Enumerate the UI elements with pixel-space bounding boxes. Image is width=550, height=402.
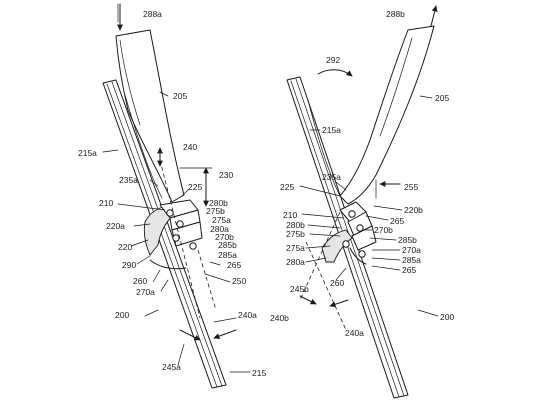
- label-250: 250: [232, 276, 246, 286]
- label-200-right: 200: [440, 312, 454, 322]
- label-280b: 280b: [209, 198, 228, 208]
- label-210: 210: [99, 198, 113, 208]
- label-235a-right: 235a: [322, 172, 341, 182]
- label-275a: 275a: [212, 215, 231, 225]
- leaders-right: [299, 95, 439, 317]
- label-215: 215: [252, 368, 266, 378]
- centerline-left: [159, 159, 201, 319]
- inner-sheet-215a: [124, 94, 163, 199]
- label-230: 230: [219, 170, 233, 180]
- label-290: 290: [122, 260, 136, 270]
- label-215a-right: 215a: [322, 125, 341, 135]
- label-275b-right: 275b: [286, 229, 305, 239]
- label-280a: 280a: [210, 224, 229, 234]
- label-255: 255: [404, 182, 418, 192]
- label-285a: 285a: [218, 250, 237, 260]
- label-288a: 288a: [143, 9, 162, 19]
- label-292: 292: [326, 55, 340, 65]
- label-285b: 285b: [218, 240, 237, 250]
- label-270b: 270b: [215, 232, 234, 242]
- inner-sheet-215a-right: [307, 99, 341, 197]
- label-270b-right: 270b: [374, 225, 393, 235]
- right-view: 288b 292 205 215a 235a 225 255 220b 210 …: [270, 5, 454, 399]
- label-275a-right: 275a: [286, 243, 305, 253]
- label-265b-right: 265: [402, 265, 416, 275]
- label-235a: 235a: [119, 175, 138, 185]
- label-225: 225: [188, 182, 202, 192]
- label-285a-right: 285a: [402, 255, 421, 265]
- dashed-line-240b: [299, 211, 341, 301]
- label-245a: 245a: [162, 362, 181, 372]
- tube-215: [102, 79, 227, 389]
- label-215a: 215a: [78, 148, 97, 158]
- leaders-left: [102, 91, 251, 373]
- label-280b-right: 280b: [286, 220, 305, 230]
- label-240a-right: 240a: [345, 328, 364, 338]
- arm-205-right: [339, 25, 435, 205]
- label-240a: 240a: [238, 310, 257, 320]
- label-270a-right: 270a: [402, 245, 421, 255]
- label-285b-right: 285b: [398, 235, 417, 245]
- label-200: 200: [115, 310, 129, 320]
- dashed-extension-left: [197, 249, 217, 311]
- label-260: 260: [133, 276, 147, 286]
- label-205: 205: [173, 91, 187, 101]
- label-240: 240: [183, 142, 197, 152]
- label-265: 265: [227, 260, 241, 270]
- label-225-right: 225: [280, 182, 294, 192]
- label-275b: 275b: [206, 206, 225, 216]
- arrow-288b: [430, 5, 438, 27]
- label-220b: 220b: [404, 205, 423, 215]
- arrow-292: [317, 69, 353, 77]
- label-270a: 270a: [136, 287, 155, 297]
- label-220: 220: [118, 242, 132, 252]
- label-205-right: 205: [435, 93, 449, 103]
- label-265-right: 265: [390, 216, 404, 226]
- dashed-line-240a: [305, 241, 347, 331]
- label-280a-right: 280a: [286, 257, 305, 267]
- arm-205: [115, 29, 185, 203]
- label-260-right: 260: [330, 278, 344, 288]
- label-245b: 245b: [290, 284, 309, 294]
- label-288b: 288b: [386, 9, 405, 19]
- label-210-right: 210: [283, 210, 297, 220]
- linkage-right: [321, 201, 377, 265]
- label-240b: 240b: [270, 313, 289, 323]
- label-220a: 220a: [106, 221, 125, 231]
- left-view: 288a 205 215a 240 230 235a 225 280b 210 …: [78, 3, 266, 389]
- linkage-left: [143, 199, 203, 270]
